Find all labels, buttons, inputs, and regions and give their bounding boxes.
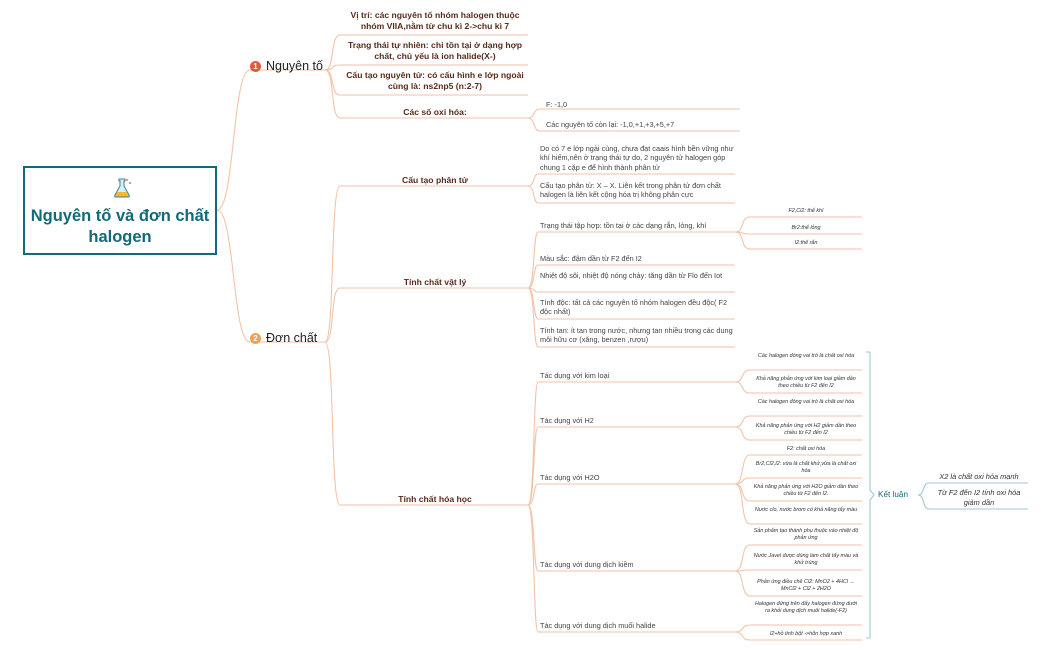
chem-kiem-detail-2[interactable]: Nước Javel được dùng làm chất tẩy màu và… <box>753 553 859 567</box>
physical-toxicity[interactable]: Tính độc: tất cả các nguyên tố nhóm halo… <box>540 298 728 317</box>
flask-icon <box>114 178 131 198</box>
topic-tinh-chat-hoa-hoc[interactable]: Tính chất hóa học <box>398 494 472 504</box>
oxidation-f[interactable]: F: -1,0 <box>546 100 568 109</box>
number-badge: 2 <box>250 333 261 344</box>
branch-label: Nguyên tố <box>266 59 323 73</box>
chem-kiem-detail-3[interactable]: Phản ứng điều chế Cl2: MnO2 + 4HCl → MnC… <box>757 579 855 593</box>
branch-nguyen-to[interactable]: 1 Nguyên tố <box>250 58 323 74</box>
oxidation-others[interactable]: Các nguyên tố còn lại: -1,0,+1,+3,+5,+7 <box>546 120 675 129</box>
chem-kiem[interactable]: Tác dụng với dung dịch kiềm <box>540 560 634 569</box>
chem-h2o-detail-4[interactable]: Nước clo, nước brom có khả năng tẩy màu <box>754 507 858 513</box>
chem-kiem-detail-1[interactable]: Sản phẩm tạo thành phụ thuộc vào nhiệt đ… <box>753 528 859 542</box>
chem-muoi-halide[interactable]: Tác dụng với dung dịch muối halide <box>540 621 656 630</box>
chem-h2-detail-2[interactable]: Khả năng phản ứng với H2 giảm dần theo c… <box>755 423 857 437</box>
physical-color[interactable]: Màu sắc: đậm dần từ F2 đến I2 <box>540 254 642 263</box>
central-topic-title: Nguyên tố và đơn chất halogen <box>30 207 210 247</box>
topic-cau-tao-nguyen-tu[interactable]: Cấu tạo nguyên tử: có cấu hình e lớp ngo… <box>346 70 524 92</box>
branch-label: Đơn chất <box>266 331 318 345</box>
chem-kim-loai-detail-1[interactable]: Các halogen đóng vai trò là chất oxi hóa <box>757 353 855 359</box>
topic-vi-tri[interactable]: Vị trí: các nguyên tố nhóm halogen thuộc… <box>350 10 520 32</box>
topic-trang-thai-tu-nhien[interactable]: Trạng thái tự nhiên: chỉ tồn tại ở dạng … <box>347 40 523 62</box>
topic-so-oxi-hoa[interactable]: Các số oxi hóa: <box>403 107 467 117</box>
chem-muoi-halide-detail-2[interactable]: I2+hồ tinh bột ->hỗn hợp xanh <box>769 631 843 637</box>
number-badge: 1 <box>250 61 261 72</box>
physical-solubility[interactable]: Tính tan: ít tan trong nước, nhưng tan n… <box>540 326 733 345</box>
central-topic[interactable]: Nguyên tố và đơn chất halogen <box>23 166 217 255</box>
state-gas[interactable]: F2,Cl2: thể khí <box>788 208 824 214</box>
topic-tinh-chat-vat-ly[interactable]: Tính chất vật lý <box>403 277 467 287</box>
chem-h2o-detail-1[interactable]: F2: chất oxi hóa <box>786 446 826 452</box>
chem-h2o-detail-3[interactable]: Khả năng phản ứng với H2O giảm dần theo … <box>753 484 859 498</box>
chem-kim-loai[interactable]: Tác dụng với kim loại <box>540 371 610 380</box>
summary-item-2[interactable]: Từ F2 đến I2 tính oxi hóa giảm dần <box>937 488 1021 507</box>
chem-h2-detail-1[interactable]: Các halogen đóng vai trò là chất oxi hóa <box>757 399 855 405</box>
physical-state[interactable]: Trạng thái tập hợp: tồn tại ở các dạng r… <box>540 221 707 230</box>
chem-h2[interactable]: Tác dụng với H2 <box>540 416 594 425</box>
state-liquid[interactable]: Br2:thể lỏng <box>791 225 821 231</box>
chem-muoi-halide-detail-1[interactable]: Halogen đứng trên đẩy halogen đứng dưới … <box>755 601 857 615</box>
physical-boiling[interactable]: Nhiệt độ sôi, nhiệt độ nóng chảy: tăng d… <box>540 271 723 280</box>
structure-detail-1[interactable]: Do có 7 e lớp ngài cùng, chưa đạt caais … <box>540 144 734 172</box>
structure-detail-2[interactable]: Cấu tạo phân tử: X – X. Liên kết trong p… <box>540 181 721 200</box>
chem-h2o[interactable]: Tác dụng với H2O <box>540 473 600 482</box>
state-solid[interactable]: I2:thể rắn <box>794 240 818 246</box>
summary-item-1[interactable]: X2 là chất oxi hóa mạnh <box>939 472 1019 481</box>
chem-kim-loai-detail-2[interactable]: Khả năng phản ứng với kim loại giảm dần … <box>756 376 856 390</box>
summary-label[interactable]: Kết luận <box>878 490 909 499</box>
branch-don-chat[interactable]: 2 Đơn chất <box>250 330 317 346</box>
chem-h2o-detail-2[interactable]: Br2,Cl2,I2: vừa là chất khử,vừa là chất … <box>755 461 857 475</box>
topic-cau-tao-phan-tu[interactable]: Cấu tạo phân tử <box>402 175 468 185</box>
